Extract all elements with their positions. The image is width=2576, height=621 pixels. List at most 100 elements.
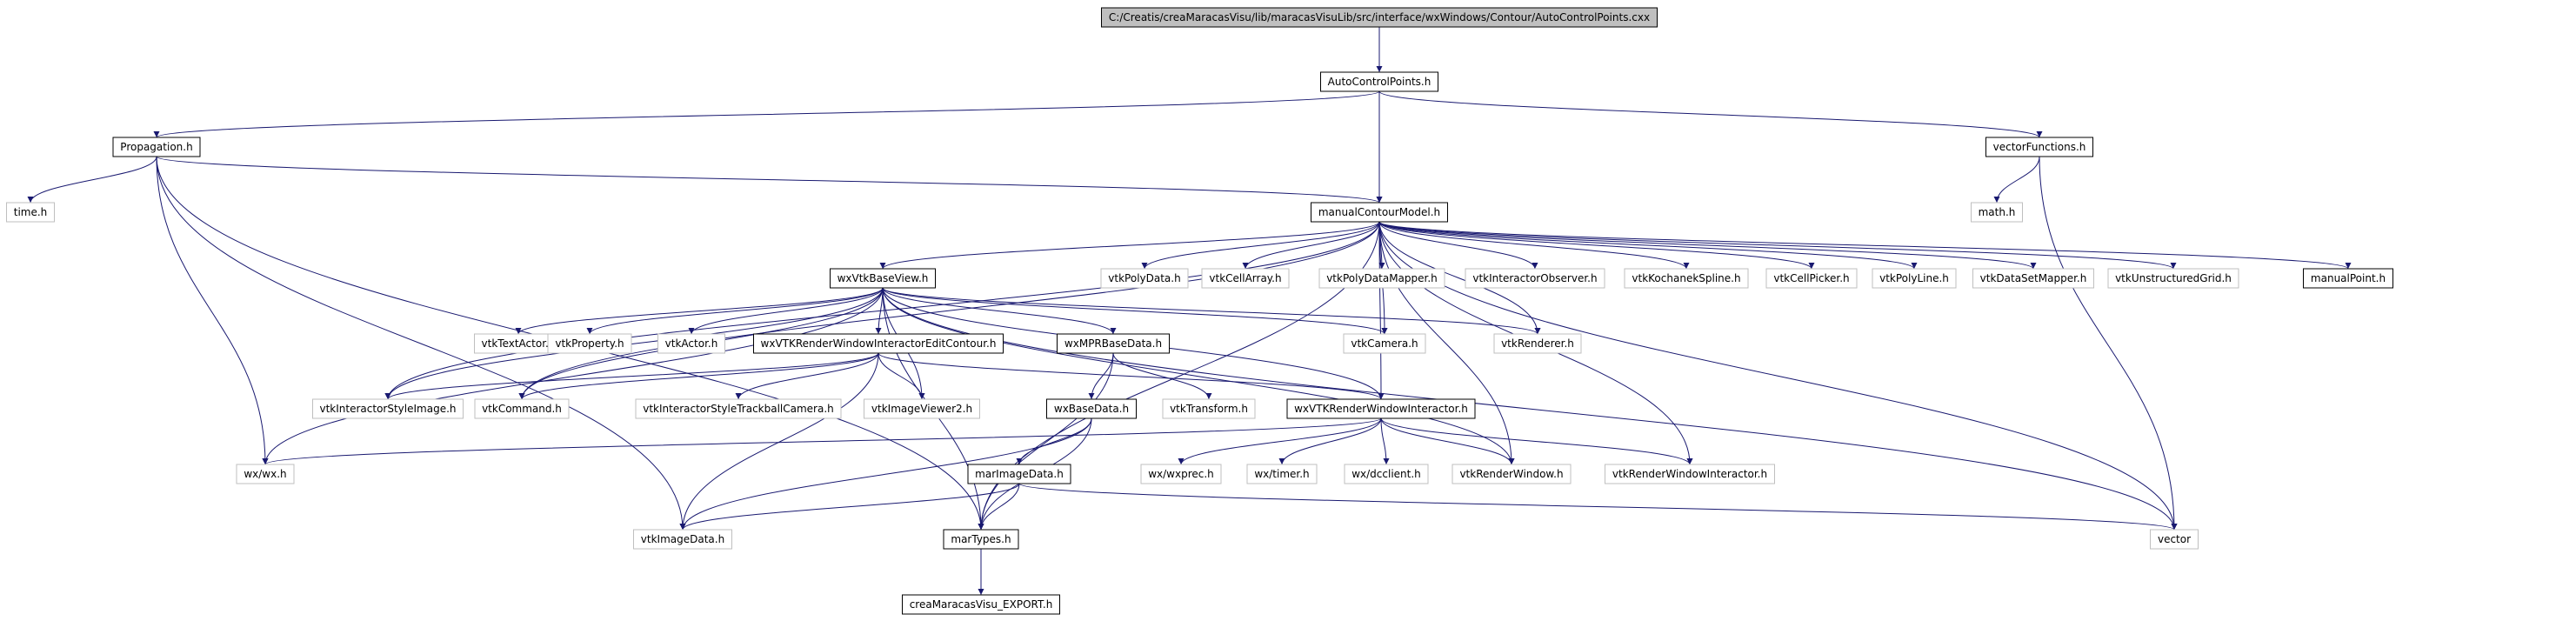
node-box-vtkcellarray [1201,268,1290,289]
node-vtkug: vtkUnstructuredGrid.h [2107,268,2239,289]
node-box-wxvtkrwiec [753,333,1004,354]
node-label-vtkcp: vtkCellPicker.h [1773,272,1849,284]
node-wxtimer: wx/timer.h [1246,464,1318,484]
node-label-vtkrwi: vtkRenderWindowInteractor.h [1612,468,1767,480]
node-box-vtkcommand [474,398,570,419]
node-box-wxvtkbv [830,268,936,289]
node-label-vtkpl: vtkPolyLine.h [1879,272,1949,284]
edge-mcm-to-vtkio [1378,221,1538,270]
node-vtkdsm: vtkDataSetMapper.h [1972,268,2094,289]
edge-wxvtkrwiec-to-wxvtkrwi [878,352,1385,400]
edge-marimagedata-to-martypes [978,483,1020,531]
edge-mcm-to-wxvtkbv [879,221,1380,270]
node-label-wxdcclient: wx/dcclient.h [1351,468,1421,480]
node-label-vtkio: vtkInteractorObserver.h [1472,272,1597,284]
edge-wxmpr-to-martypes [978,352,1114,531]
node-box-vtkiv2 [864,398,980,419]
edge-vecfun-to-math [1993,156,2040,204]
node-label-vtktransform: vtkTransform.h [1170,403,1248,415]
node-label-manualpoint: manualPoint.h [2311,272,2386,284]
node-label-wxprec: wx/wxprec.h [1148,468,1214,480]
node-label-vtkdsm: vtkDataSetMapper.h [1980,272,2087,284]
node-vtkactor: vtkActor.h [657,333,725,354]
edge-prop-to-wxwx [156,156,269,465]
edge-marimagedata-to-vector [1018,483,2178,531]
node-root: C:/Creatis/creaMaracasVisu/lib/maracasVi… [1101,7,1658,28]
node-box-marimagedata [967,464,1071,484]
node-marimagedata[interactable]: marImageData.h [967,464,1071,484]
edge-mcm-to-vtkug [1378,221,2177,270]
edge-wxvtkbv-to-vtktextactor [515,287,884,335]
edge-wxvtkbv-to-vtkisi [384,287,884,400]
node-label-export: creaMaracasVisu_EXPORT.h [910,598,1053,611]
node-wxbasedata[interactable]: wxBaseData.h [1046,398,1137,419]
node-box-vtkrw [1452,464,1572,484]
edge-wxvtkbv-to-vtkproperty [586,287,884,335]
edge-wxbasedata-to-marimagedata [1016,417,1092,465]
node-wxvtkbv[interactable]: wxVtkBaseView.h [830,268,936,289]
node-label-math: math.h [1979,206,2016,218]
node-vtktextactor: vtkTextActor.h [474,333,563,354]
node-box-vtkpolydata [1100,268,1189,289]
node-math: math.h [1971,202,2023,223]
node-vtkpdm: vtkPolyDataMapper.h [1318,268,1445,289]
node-box-wxvtkrwi [1286,398,1476,419]
node-box-vtkpdm [1318,268,1445,289]
edge-wxvtkrwi-to-wxprec [1178,417,1382,465]
node-box-vtkug [2107,268,2239,289]
edge-mcm-to-vtkrw [1378,221,1515,465]
node-label-vector: vector [2158,533,2191,545]
node-vtkpolydata: vtkPolyData.h [1100,268,1189,289]
node-manualpoint[interactable]: manualPoint.h [2303,268,2393,289]
node-label-marimagedata: marImageData.h [975,468,1064,480]
node-box-vtkactor [657,333,725,354]
node-vtkrwi: vtkRenderWindowInteractor.h [1605,464,1775,484]
edge-mcm-to-vtkpolydata [1141,221,1380,270]
node-martypes[interactable]: marTypes.h [943,529,1019,550]
node-label-vtkistc: vtkInteractorStyleTrackballCamera.h [643,403,834,415]
node-time: time.h [6,202,55,223]
node-vtkrw: vtkRenderWindow.h [1452,464,1572,484]
node-label-time: time.h [14,206,48,218]
node-wxmpr[interactable]: wxMPRBaseData.h [1057,333,1170,354]
edge-wxvtkrwiec-to-vtkiv2 [878,352,925,400]
node-box-manualpoint [2303,268,2393,289]
edge-wxvtkbv-to-wxmpr [882,287,1117,335]
node-label-wxtimer: wx/timer.h [1254,468,1309,480]
edge-mcm-to-vtkcp [1378,221,1815,270]
nodes-layer: C:/Creatis/creaMaracasVisu/lib/maracasVi… [6,7,2393,615]
node-label-wxmpr: wxMPRBaseData.h [1064,337,1162,350]
edge-wxvtkrwi-to-wxdcclient [1380,417,1390,465]
node-acp[interactable]: AutoControlPoints.h [1320,71,1438,92]
node-vtkcp: vtkCellPicker.h [1765,268,1858,289]
node-vtkrenderer: vtkRenderer.h [1493,333,1582,354]
node-wxvtkrwi[interactable]: wxVTKRenderWindowInteractor.h [1286,398,1476,419]
node-box-vtktransform [1162,398,1256,419]
node-wxvtkrwiec[interactable]: wxVTKRenderWindowInteractorEditContour.h [753,333,1004,354]
edge-prop-to-mcm [156,156,1383,204]
node-label-vtkcamera: vtkCamera.h [1351,337,1418,350]
node-label-root: C:/Creatis/creaMaracasVisu/lib/maracasVi… [1109,11,1650,23]
node-vector: vector [2150,529,2199,550]
node-label-wxvtkrwi: wxVTKRenderWindowInteractor.h [1294,403,1468,415]
node-box-time [6,202,55,223]
node-mcm[interactable]: manualContourModel.h [1311,202,1448,223]
node-vtkcommand: vtkCommand.h [474,398,570,419]
node-label-wxvtkbv: wxVtkBaseView.h [838,272,929,284]
node-label-vtkrenderer: vtkRenderer.h [1501,337,1574,350]
node-vtkproperty: vtkProperty.h [547,333,632,354]
edge-wxvtkrwi-to-vtkrwi [1380,417,1693,465]
edge-wxvtkrwiec-to-vtkcommand [518,352,879,400]
node-vtkiv2: vtkImageViewer2.h [864,398,980,419]
node-export[interactable]: creaMaracasVisu_EXPORT.h [902,594,1060,615]
edge-prop-to-time [27,156,157,204]
node-prop[interactable]: Propagation.h [112,137,201,157]
edge-acp-to-vecfun [1378,90,2043,138]
node-box-vtkproperty [547,333,632,354]
node-vtkisi: vtkInteractorStyleImage.h [312,398,464,419]
node-vecfun[interactable]: vectorFunctions.h [1985,137,2093,157]
node-label-wxwx: wx/wx.h [244,468,286,480]
edge-mcm-to-vtkdsm [1378,221,2037,270]
node-label-vtkcommand: vtkCommand.h [482,403,562,415]
